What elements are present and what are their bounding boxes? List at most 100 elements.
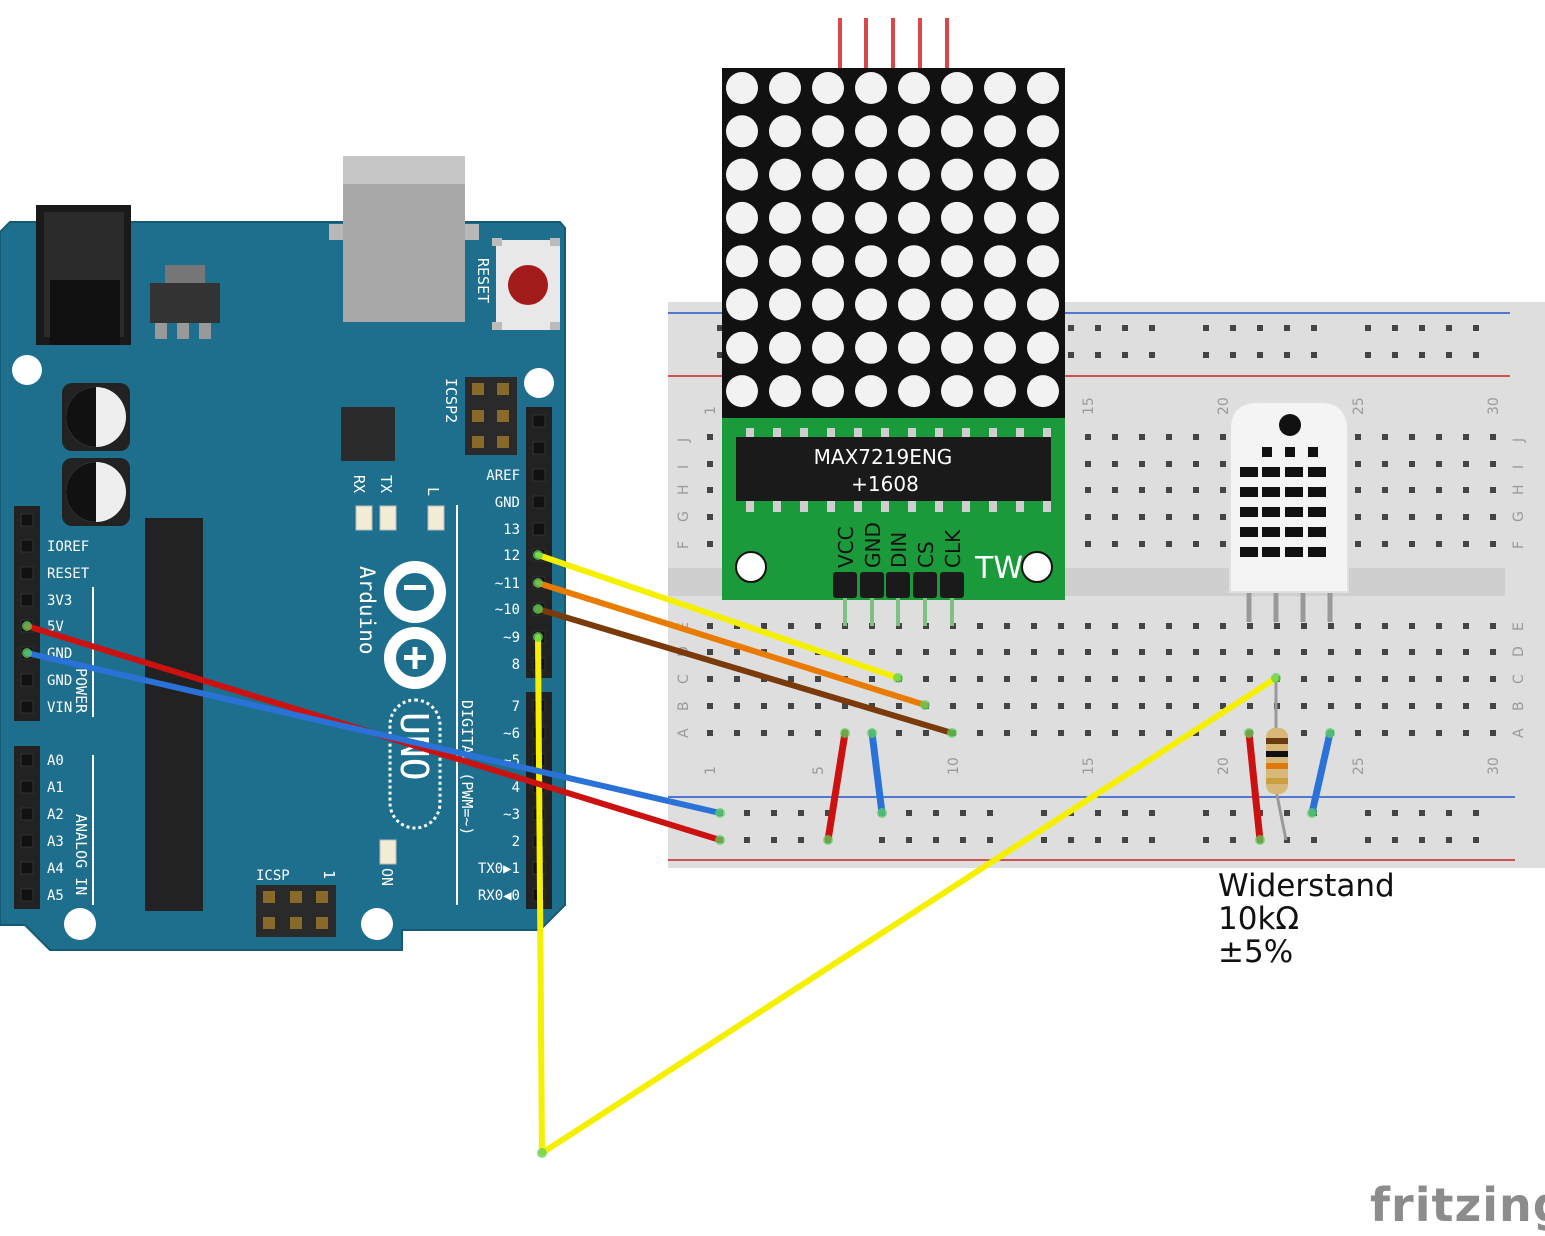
breadboard-hole (1436, 649, 1442, 655)
breadboard-hole (1220, 676, 1226, 682)
rail-hole (906, 810, 912, 816)
resistor-body (1266, 728, 1288, 794)
breadboard-hole (761, 703, 767, 709)
breadboard-hole (1193, 676, 1199, 682)
breadboard-hole (761, 730, 767, 736)
matrix-led (769, 375, 801, 408)
breadboard-hole (1166, 541, 1172, 547)
tx-led-label: TX (377, 475, 395, 493)
breadboard-hole (1301, 676, 1307, 682)
reset-button[interactable] (492, 238, 560, 330)
wire-yellow-d12-din (535, 552, 901, 681)
row-letter: C (1511, 674, 1527, 684)
maker-mark: TW (974, 551, 1023, 586)
breadboard-hole (923, 730, 929, 736)
digital-pin-label: 7 (512, 699, 520, 715)
matrix-leds (726, 72, 1059, 408)
breadboard-hole (1112, 461, 1118, 467)
breadboard-hole (1436, 703, 1442, 709)
breadboard-hole (1490, 730, 1496, 736)
matrix-led (1027, 158, 1059, 191)
resistor-note-tolerance: ±5% (1218, 934, 1294, 970)
breadboard-hole (815, 676, 821, 682)
breadboard-hole (1490, 461, 1496, 467)
rail-hole (1284, 810, 1290, 816)
breadboard-hole (1436, 434, 1442, 440)
header-pin-gnd (860, 572, 884, 598)
tx-led (379, 505, 397, 531)
breadboard-hole (815, 623, 821, 629)
rail-hole (1095, 352, 1101, 358)
breadboard-hole (1004, 703, 1010, 709)
dht-mount-hole (1279, 414, 1301, 436)
breadboard-hole (1436, 461, 1442, 467)
breadboard-hole (1085, 461, 1091, 467)
matrix-led (855, 72, 887, 104)
rail-hole (825, 810, 831, 816)
dht-grille (1240, 447, 1326, 557)
rail-hole (1419, 810, 1425, 816)
breadboard-hole (1058, 649, 1064, 655)
header-socket (20, 566, 34, 580)
breadboard-hole (1085, 514, 1091, 520)
rail-hole (1203, 352, 1209, 358)
breadboard-hole (1463, 676, 1469, 682)
breadboard-hole (1193, 623, 1199, 629)
column-number: 15 (1081, 757, 1097, 775)
breadboard-hole (1139, 541, 1145, 547)
matrix-led (941, 201, 973, 234)
breadboard-hole (1463, 541, 1469, 547)
rail-hole (1068, 837, 1074, 843)
breadboard-hole (1193, 487, 1199, 493)
wire-endpoint (533, 632, 543, 642)
matrix-led (1027, 331, 1059, 364)
breadboard-hole (977, 703, 983, 709)
resistor-note-value: 10kΩ (1218, 901, 1300, 937)
rail-hole (1446, 837, 1452, 843)
matrix-led (769, 245, 801, 278)
breadboard-hole (1301, 703, 1307, 709)
breadboard-hole (1301, 649, 1307, 655)
wire-brown-d10-clk (535, 606, 955, 736)
matrix-led (984, 115, 1016, 148)
digital-pin-label: 8 (512, 657, 520, 673)
breadboard-hole (896, 703, 902, 709)
matrix-led (984, 158, 1016, 191)
breadboard-hole (1085, 649, 1091, 655)
breadboard-hole (1409, 461, 1415, 467)
rx-led (355, 505, 373, 531)
breadboard-hole (1166, 487, 1172, 493)
rail-hole (1068, 325, 1074, 331)
breadboard-hole (1193, 649, 1199, 655)
module-mount-hole (735, 551, 767, 583)
breadboard-hole (1031, 623, 1037, 629)
breadboard-hole (1355, 461, 1361, 467)
breadboard-hole (1085, 434, 1091, 440)
breadboard-hole (842, 703, 848, 709)
breadboard-hole (896, 730, 902, 736)
rail-hole (1284, 837, 1290, 843)
breadboard-hole (1031, 649, 1037, 655)
breadboard-hole (707, 487, 713, 493)
rail-hole (1149, 837, 1155, 843)
matrix-led (898, 245, 930, 278)
rail-hole (1041, 837, 1047, 843)
rail-hole (960, 837, 966, 843)
matrix-led (812, 115, 844, 148)
matrix-led (726, 375, 758, 408)
rail-hole (1149, 810, 1155, 816)
matrix-led (941, 72, 973, 104)
column-number: 30 (1486, 757, 1502, 775)
breadboard-hole (1031, 703, 1037, 709)
rail-hole (717, 325, 723, 331)
matrix-led (941, 375, 973, 408)
breadboard-hole (1139, 730, 1145, 736)
column-number: 20 (1216, 397, 1232, 415)
matrix-led (769, 158, 801, 191)
matrix-led (941, 288, 973, 321)
matrix-led (898, 288, 930, 321)
breadboard-hole (1220, 649, 1226, 655)
header-socket (20, 861, 34, 875)
wire-endpoint (823, 835, 833, 845)
